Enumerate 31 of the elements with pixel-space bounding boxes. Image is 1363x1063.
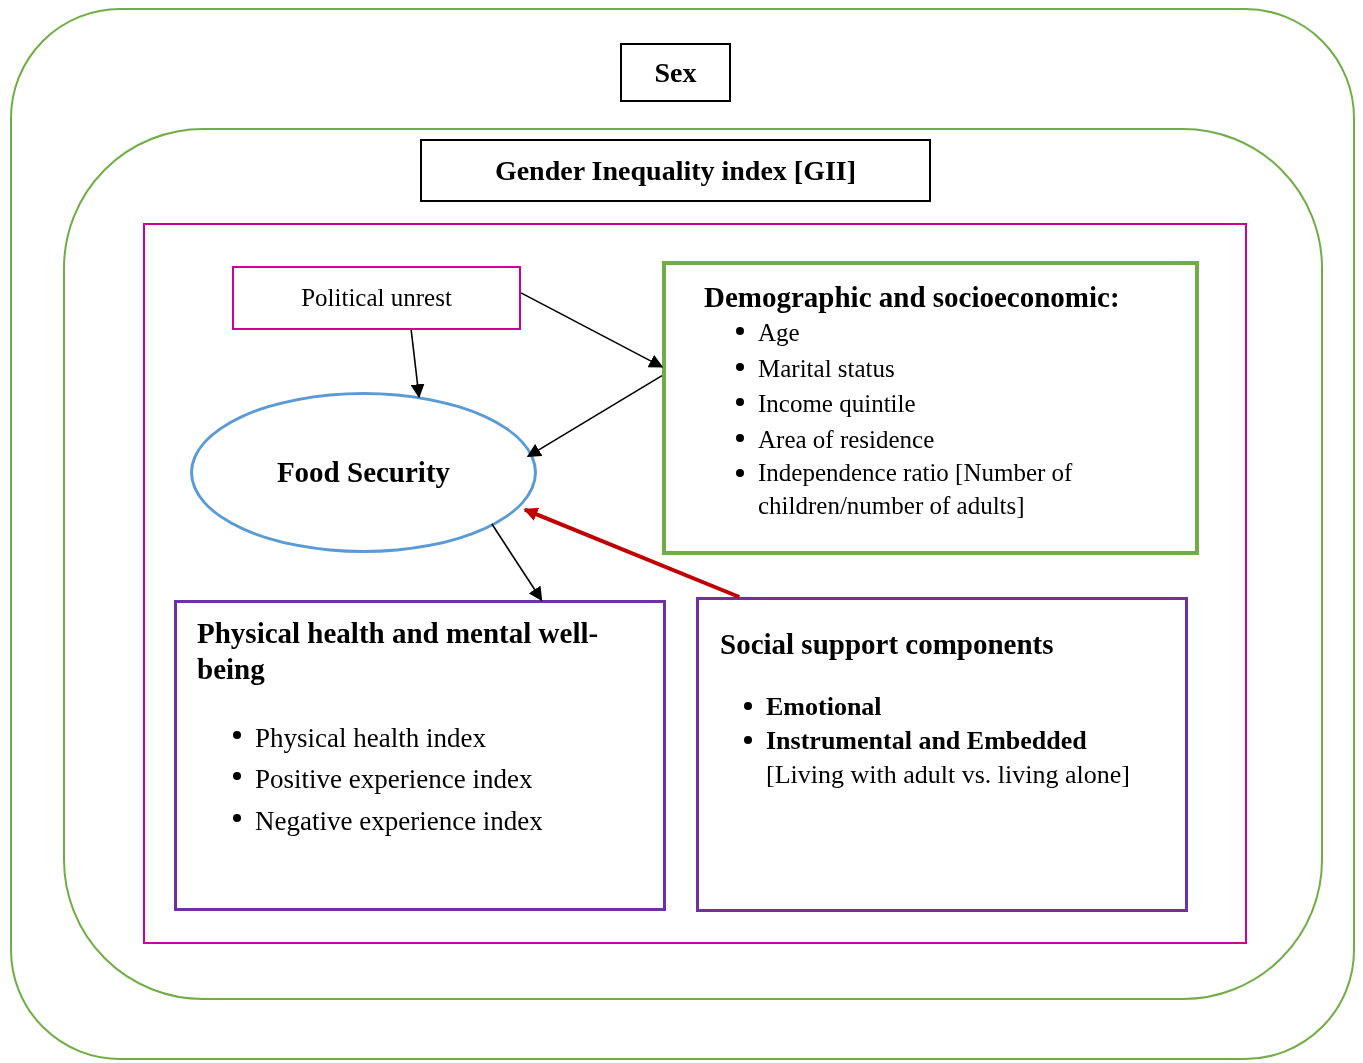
outcome-box bbox=[174, 600, 666, 911]
factor-box bbox=[696, 597, 1188, 912]
inner-frame bbox=[63, 128, 1323, 1000]
factor-box bbox=[662, 261, 1199, 555]
bullet-item: Emotional bbox=[766, 691, 883, 724]
arrow bbox=[410, 329, 425, 399]
bullet-item: Positive experience index bbox=[255, 763, 533, 797]
node-label: Gender Inequality index [GII] bbox=[494, 154, 857, 188]
box-heading: Physical health and mental well-being bbox=[197, 616, 600, 688]
factor-box bbox=[232, 266, 521, 330]
box-heading: Social support components bbox=[720, 627, 1055, 662]
arrow bbox=[491, 523, 543, 602]
node-label: Political unrest bbox=[301, 283, 452, 314]
context-frame bbox=[143, 223, 1247, 944]
label-box bbox=[620, 43, 731, 102]
bullet-item: Area of residence bbox=[758, 424, 935, 455]
bullet-item: Negative experience index bbox=[255, 805, 543, 839]
node-label: Sex bbox=[654, 56, 697, 90]
bullet-item: Independence ratio [Number of children/number of adults] bbox=[758, 458, 1074, 521]
bullet-item: Age bbox=[758, 318, 800, 349]
bullet-item: Marital status bbox=[758, 353, 895, 384]
outer-frame bbox=[10, 8, 1355, 1060]
label-box bbox=[420, 139, 931, 202]
bullet-item: Instrumental and Embedded [Living with adult vs. living alone] bbox=[766, 725, 1131, 791]
bullet-item: Income quintile bbox=[758, 389, 916, 420]
box-heading: Demographic and socioeconomic: bbox=[704, 280, 1121, 315]
arrow bbox=[526, 374, 663, 458]
node-label: Food Security bbox=[276, 455, 451, 491]
arrow bbox=[523, 507, 741, 599]
bullet-item: Physical health index bbox=[255, 721, 486, 755]
arrow bbox=[520, 292, 664, 368]
